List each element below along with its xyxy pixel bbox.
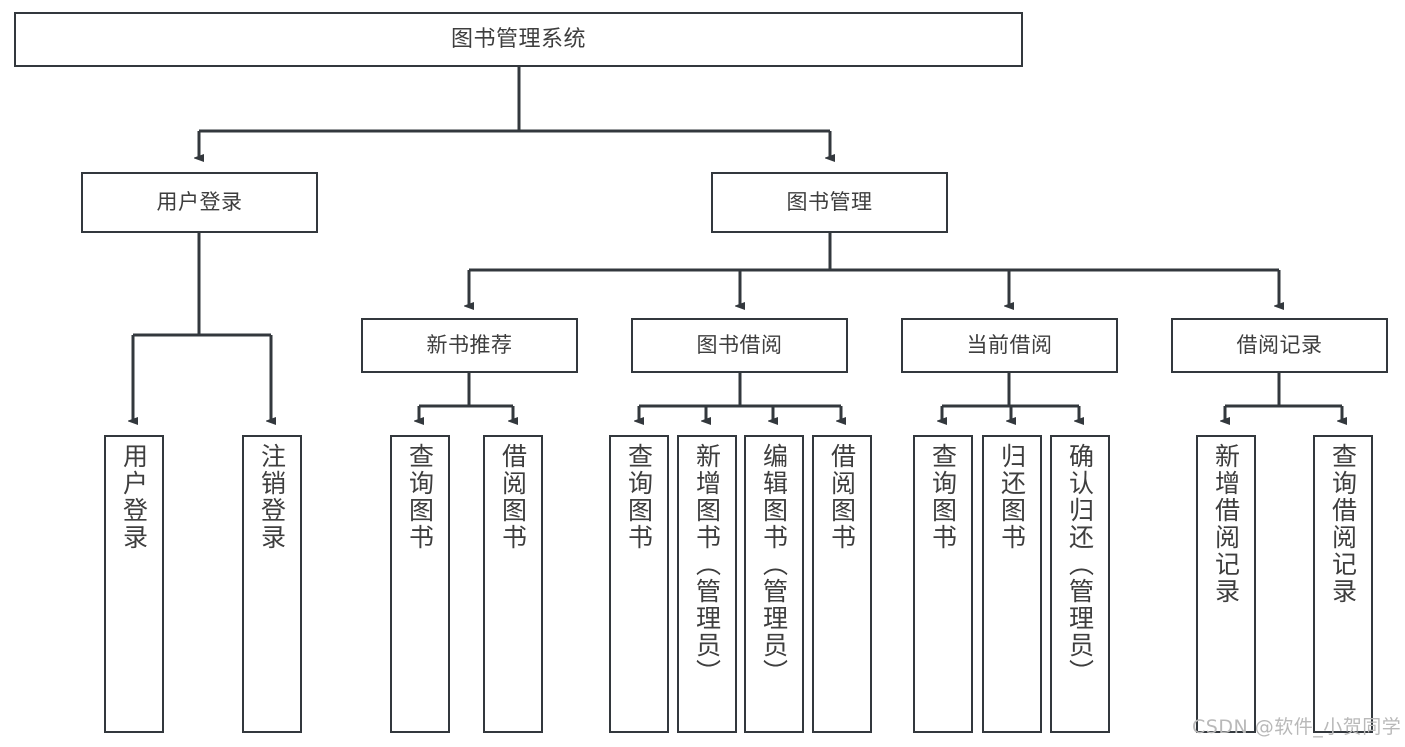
node-label: 图书管理 <box>786 190 873 215</box>
leaf-query-book-current[interactable]: 查询图书 <box>913 435 973 733</box>
leaf-user-login[interactable]: 用户登录 <box>104 435 164 733</box>
node-label: 归还图书 <box>997 443 1027 551</box>
node-label: 查询图书 <box>624 443 654 551</box>
leaf-add-borrow-record[interactable]: 新增借阅记录 <box>1196 435 1256 733</box>
leaf-return-book[interactable]: 归还图书 <box>982 435 1042 733</box>
node-label: 图书借阅 <box>696 333 783 358</box>
node-label: 借阅图书 <box>498 443 528 551</box>
node-label: 查询借阅记录 <box>1328 443 1358 605</box>
leaf-add-book-admin[interactable]: 新增图书（管理员） <box>677 435 737 733</box>
node-user-login[interactable]: 用户登录 <box>81 172 318 233</box>
leaf-query-borrow-record[interactable]: 查询借阅记录 <box>1313 435 1373 733</box>
leaf-borrow-book-new[interactable]: 借阅图书 <box>483 435 543 733</box>
node-label: 图书管理系统 <box>450 26 586 52</box>
node-label: 借阅记录 <box>1236 333 1323 358</box>
node-label: 编辑图书（管理员） <box>759 443 789 686</box>
node-label: 新增图书（管理员） <box>692 443 722 686</box>
node-label: 用户登录 <box>119 443 149 551</box>
node-new-book-recommend[interactable]: 新书推荐 <box>361 318 578 373</box>
csdn-watermark: CSDN @软件_小贺同学 <box>1192 712 1401 739</box>
node-book-management[interactable]: 图书管理 <box>711 172 948 233</box>
leaf-query-book-new[interactable]: 查询图书 <box>390 435 450 733</box>
node-label: 新增借阅记录 <box>1211 443 1241 605</box>
node-book-borrow[interactable]: 图书借阅 <box>631 318 848 373</box>
node-label: 注销登录 <box>257 443 287 551</box>
leaf-logout[interactable]: 注销登录 <box>242 435 302 733</box>
node-root-system[interactable]: 图书管理系统 <box>14 12 1023 67</box>
node-label: 当前借阅 <box>966 333 1053 358</box>
node-label: 新书推荐 <box>426 333 513 358</box>
node-label: 借阅图书 <box>827 443 857 551</box>
leaf-borrow-book[interactable]: 借阅图书 <box>812 435 872 733</box>
node-borrow-record[interactable]: 借阅记录 <box>1171 318 1388 373</box>
leaf-query-book-borrow[interactable]: 查询图书 <box>609 435 669 733</box>
watermark-text: CSDN @软件_小贺同学 <box>1192 716 1402 738</box>
node-label: 查询图书 <box>928 443 958 551</box>
node-label: 确认归还（管理员） <box>1065 443 1095 686</box>
leaf-edit-book-admin[interactable]: 编辑图书（管理员） <box>744 435 804 733</box>
node-label: 用户登录 <box>156 190 243 215</box>
node-current-borrow[interactable]: 当前借阅 <box>901 318 1118 373</box>
node-label: 查询图书 <box>405 443 435 551</box>
leaf-confirm-return-admin[interactable]: 确认归还（管理员） <box>1050 435 1110 733</box>
